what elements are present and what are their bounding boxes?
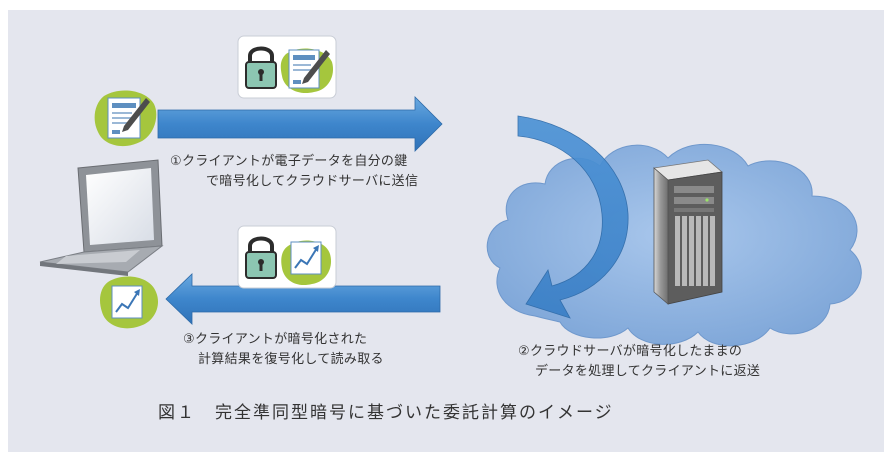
chart-up-icon <box>100 276 159 329</box>
padlock-icon <box>245 236 277 279</box>
padlock-icon <box>245 46 277 89</box>
document-pen-icon <box>94 90 157 147</box>
step2-line2: データを処理してクライアントに返送 <box>535 364 761 379</box>
send-arrow <box>157 96 443 152</box>
step3-line1: ③クライアントが暗号化された <box>183 332 368 347</box>
encrypted-result-card <box>237 225 337 289</box>
return-arrow <box>165 273 441 325</box>
encrypted-document-card <box>237 35 337 99</box>
process-curved-arrow <box>517 115 629 319</box>
step3-line2: 計算結果を復号化して読み取る <box>198 352 384 367</box>
figure-caption: 図１ 完全準同型暗号に基づいた委託計算のイメージ <box>158 403 614 423</box>
laptop-icon <box>39 159 164 276</box>
step1-line1: ①クライアントが電子データを自分の鍵 <box>170 154 408 169</box>
step2-line1: ②クラウドサーバが暗号化したままの <box>518 344 743 359</box>
server-tower-icon <box>653 159 723 305</box>
step1-line2: で暗号化してクラウドサーバに送信 <box>206 174 419 189</box>
